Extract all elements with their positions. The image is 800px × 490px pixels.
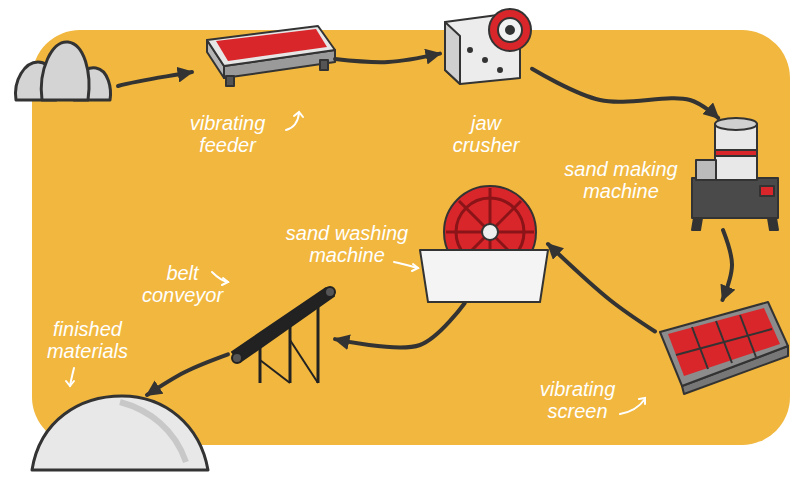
machine-label: vibrating screen (525, 378, 630, 422)
machine-node: vibrating feeder (205, 26, 335, 86)
machine-label: jaw crusher (440, 112, 532, 156)
machine-label: vibrating feeder (170, 112, 285, 156)
belt-conveyor-figure (232, 287, 335, 383)
flow-arrow (335, 54, 440, 63)
raw-stone-pile (16, 42, 111, 100)
label-pointer-marks (66, 112, 645, 414)
machine-label: belt conveyor (140, 262, 225, 306)
flow-arrow (147, 354, 228, 395)
vibrating-screen-figure (660, 302, 788, 394)
machine-node: vibrating screen (655, 300, 790, 390)
machine-label: sand washing machine (282, 222, 412, 266)
machine-node: jaw crusher (440, 8, 532, 84)
machine-node: sand washing machine (420, 185, 548, 303)
orange-ground (32, 30, 790, 445)
flow-arrow (548, 244, 655, 332)
sand-making-machine-figure (692, 118, 778, 230)
finished-pile-figure (32, 396, 208, 470)
flow-arrow (335, 303, 465, 347)
machine-label: sand making machine (560, 158, 682, 202)
sand-washing-machine-figure (420, 186, 548, 302)
flow-arrow (532, 69, 718, 118)
machine-node: sand making machine (685, 118, 780, 230)
jaw-crusher-figure (445, 9, 531, 84)
vibrating-feeder-figure (207, 26, 335, 86)
feed-arrow (118, 72, 192, 86)
flow-arrow (723, 230, 733, 300)
machine-node: belt conveyor (228, 283, 335, 385)
machine-node: finished materials (30, 395, 210, 470)
machine-label: finished materials (30, 318, 145, 362)
